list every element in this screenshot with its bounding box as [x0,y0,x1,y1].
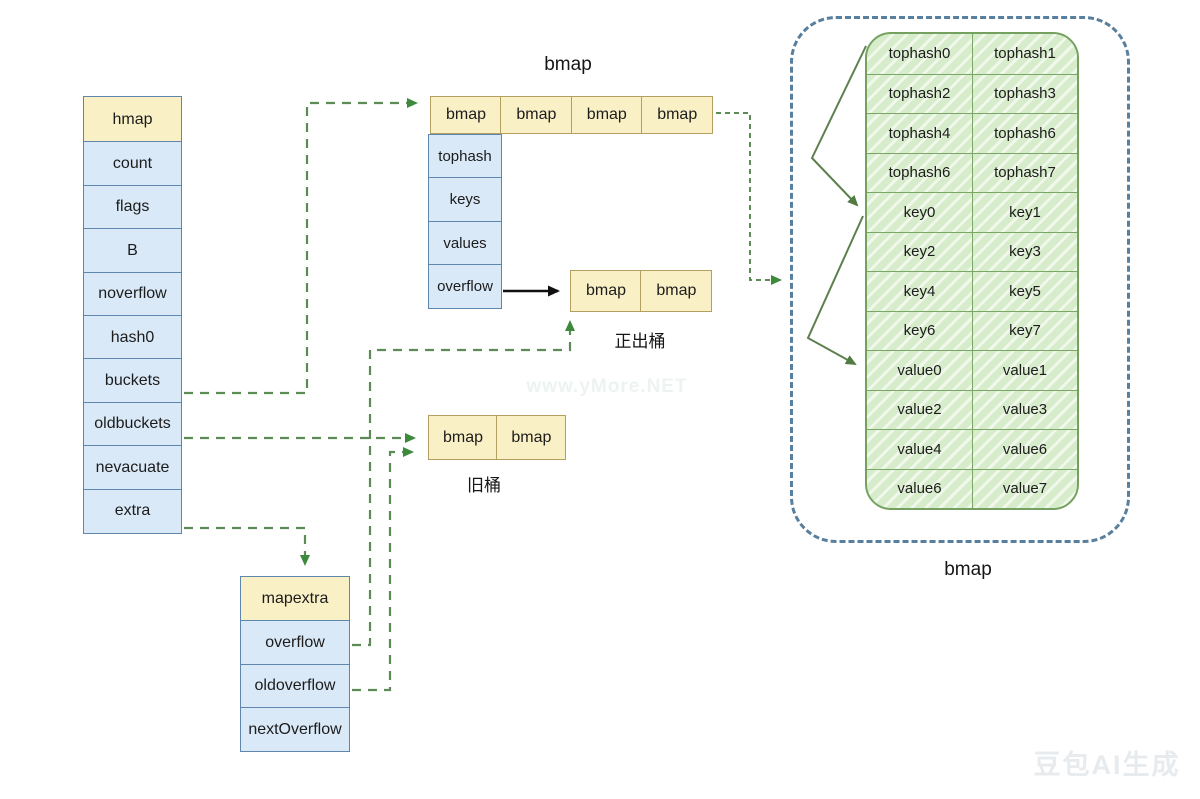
detail-cell: tophash7 [972,152,1077,192]
detail-cell: value6 [867,468,972,508]
detail-cell: value7 [972,468,1077,508]
hmap-struct-header: hmap [83,96,182,143]
hmap-field-count: count [83,141,182,187]
mapextra-struct: mapextra overflow oldoverflow nextOverfl… [240,576,350,753]
old-bucket-label: 旧桶 [467,475,501,495]
detail-cell: tophash3 [972,73,1077,113]
overflow-bucket-cell-1: bmap [640,270,713,312]
mapextra-header: mapextra [240,576,350,622]
bucket-cell-0: bmap [430,96,502,134]
detail-cell: tophash0 [867,34,972,74]
bucket-field-keys: keys [428,177,502,223]
detail-cell: key0 [867,192,972,232]
bucket-field-tophash: tophash [428,134,502,179]
mapextra-field-oldoverflow: oldoverflow [240,663,350,709]
bmap-detail-container [790,16,1130,543]
arrow-mapextra-oldoverflow-to-old-bucket [352,447,414,692]
bucket-field-overflow: overflow [428,264,502,310]
bucket-cell-1: bmap [500,96,573,134]
detail-cell: tophash6 [972,113,1077,153]
detail-cell: tophash4 [867,113,972,153]
detail-cell: value1 [972,350,1077,390]
old-bucket-cell-0: bmap [428,415,498,460]
hmap-field-oldbuckets: oldbuckets [83,401,182,447]
bucket-cell-3: bmap [641,96,714,134]
overflow-bucket-row: bmap bmap [570,270,713,312]
mapextra-field-overflow: overflow [240,620,350,666]
overflow-bucket-cell-0: bmap [570,270,642,312]
bmap-detail-label: bmap [944,559,992,580]
hmap-field-flags: flags [83,184,182,230]
bmap-detail-table: tophash0 tophash1 tophash2 tophash3 toph… [865,32,1079,510]
detail-cell: key4 [867,271,972,311]
detail-cell: value0 [867,350,972,390]
detail-cell: value2 [867,389,972,429]
detail-cell: key3 [972,231,1077,271]
bucket-array-row: bmap bmap bmap bmap [430,96,714,134]
hmap-struct: hmap count flags B noverflow hash0 bucke… [83,96,182,534]
detail-cell: key1 [972,192,1077,232]
detail-cell: key6 [867,310,972,350]
arrow-buckets-to-bucket-array [184,98,418,395]
hmap-field-nevacuate: nevacuate [83,445,182,491]
center-watermark: www.yMore.NET [526,376,688,397]
expanded-bucket-column: tophash keys values overflow [428,134,502,310]
detail-cell: key5 [972,271,1077,311]
bucket-field-values: values [428,220,502,266]
detail-cell: value6 [972,429,1077,469]
detail-cell: key2 [867,231,972,271]
detail-cell: tophash6 [867,152,972,192]
detail-cell: value4 [867,429,972,469]
bucket-cell-2: bmap [570,96,643,134]
hmap-field-hash0: hash0 [83,315,182,361]
old-bucket-row: bmap bmap [428,415,567,460]
hmap-field-b: B [83,228,182,274]
bucket-array-title: bmap [544,54,592,75]
old-bucket-cell-1: bmap [496,415,567,460]
detail-cell: tophash2 [867,73,972,113]
corner-watermark: 豆包AI生成 [1033,749,1181,780]
detail-cell: value3 [972,389,1077,429]
hmap-field-noverflow: noverflow [83,271,182,317]
mapextra-field-nextoverflow: nextOverflow [240,707,350,753]
hmap-field-buckets: buckets [83,358,182,404]
overflow-bucket-label: 正出桶 [614,331,666,351]
arrow-bucket-array-to-detail [716,112,782,285]
hmap-field-extra: extra [83,488,182,534]
detail-cell: key7 [972,310,1077,350]
detail-cell: tophash1 [972,34,1077,74]
arrow-extra-to-mapextra [184,526,310,566]
